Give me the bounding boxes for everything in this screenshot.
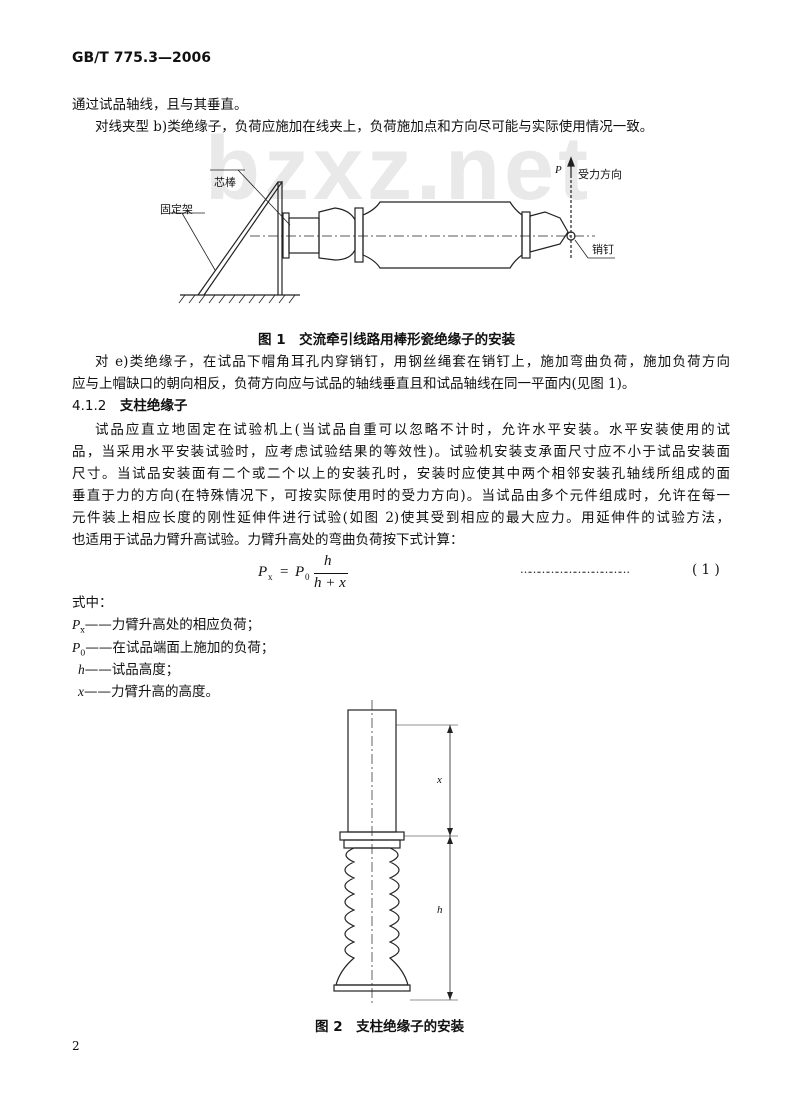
- section-heading: 4.1.2 支柱绝缘子: [72, 396, 187, 416]
- label-h: h: [437, 904, 443, 916]
- symbol: P: [72, 617, 81, 632]
- paragraph-line: 品，当采用水平安装试验时，应考虑试验结果的等效性)。试验机安装支承面尺寸应不小于…: [72, 444, 730, 460]
- label-core-rod: 芯棒: [214, 176, 236, 189]
- figure-1-drawing: [170, 156, 615, 304]
- label-pin: 销钉: [592, 243, 614, 256]
- formula-eq: =: [280, 564, 289, 580]
- label-p: P: [555, 164, 562, 176]
- definition: ——试品高度；: [84, 662, 180, 678]
- paragraph-line: 尺寸。当试品安装面有二个或二个以上的安装孔时，安装时应使其中两个相邻安装孔轴线所…: [72, 466, 730, 482]
- figure-1-caption: 图 1 交流牵引线路用棒形瓷绝缘子的安装: [258, 332, 516, 348]
- section-title: 支柱绝缘子: [119, 398, 188, 414]
- symbol: P: [72, 640, 81, 655]
- where-item: h——试品高度；: [78, 660, 179, 680]
- formula-denominator: h + x: [314, 575, 346, 591]
- paragraph-line: 试品应直立地固定在试验机上(当试品自重可以忽略不计时，允许水平安装。水平安装使用…: [95, 422, 730, 438]
- fraction-bar: [314, 573, 348, 574]
- paragraph: 通过试品轴线，且与其垂直。: [72, 97, 248, 113]
- formula-p0: P: [295, 564, 305, 580]
- formula-number: ( 1 ): [692, 562, 720, 578]
- figure-2-drawing: [333, 700, 458, 1005]
- where-intro: 式中：: [72, 595, 113, 611]
- symbol-sub: 0: [80, 648, 86, 658]
- definition: ——在试品端面上施加的负荷；: [85, 640, 275, 656]
- section-number: 4.1.2: [72, 398, 107, 414]
- paragraph-line: 对 e)类绝缘子，在试品下帽角耳孔内穿销钉，用钢丝绳套在销钉上，施加弯曲负荷，施…: [95, 354, 730, 370]
- paragraph-line: 元件装上相应长度的刚性延伸件进行试验(如图 2)使其受到相应的最大应力。用延伸件…: [72, 510, 730, 526]
- formula-numerator: h: [324, 553, 332, 569]
- label-fixing-frame: 固定架: [160, 203, 193, 216]
- page-number: 2: [72, 1039, 80, 1053]
- definition: ——力臂升高处的相应负荷；: [84, 617, 261, 633]
- formula-leader-dots: ………………………………: [520, 563, 630, 576]
- label-x: x: [437, 774, 442, 786]
- where-item: x——力臂升高的高度。: [78, 682, 219, 702]
- paragraph-line: 也适用于试品力臂升高试验。力臂升高处的弯曲负荷按下式计算：: [72, 532, 464, 548]
- paragraph-line: 垂直于力的方向(在特殊情况下，可按实际使用时的受力方向)。当试品由多个元件组成时…: [72, 488, 730, 504]
- formula-px: P: [258, 564, 268, 580]
- symbol: h: [78, 662, 85, 677]
- symbol-sub: x: [80, 625, 85, 635]
- definition: ——力臂升高的高度。: [84, 684, 219, 700]
- figure-2-caption: 图 2 支柱绝缘子的安装: [315, 1019, 465, 1035]
- where-item: P0——在试品端面上施加的负荷；: [72, 638, 274, 664]
- formula-p0-sub: 0: [305, 572, 310, 582]
- formula-px-sub: x: [268, 572, 273, 582]
- paragraph: 对线夹型 b)类绝缘子，负荷应施加在线夹上，负荷施加点和方向尽可能与实际使用情况…: [95, 119, 654, 135]
- label-force-direction: 受力方向: [578, 168, 622, 181]
- paragraph-line: 应与上帽缺口的朝向相反，负荷方向应与试品的轴线垂直且和试品轴线在同一平面内(见图…: [72, 376, 636, 392]
- where-item: Px——力臂升高处的相应负荷；: [72, 615, 260, 641]
- symbol: x: [78, 684, 84, 699]
- standard-number: GB/T 775.3—2006: [72, 50, 211, 66]
